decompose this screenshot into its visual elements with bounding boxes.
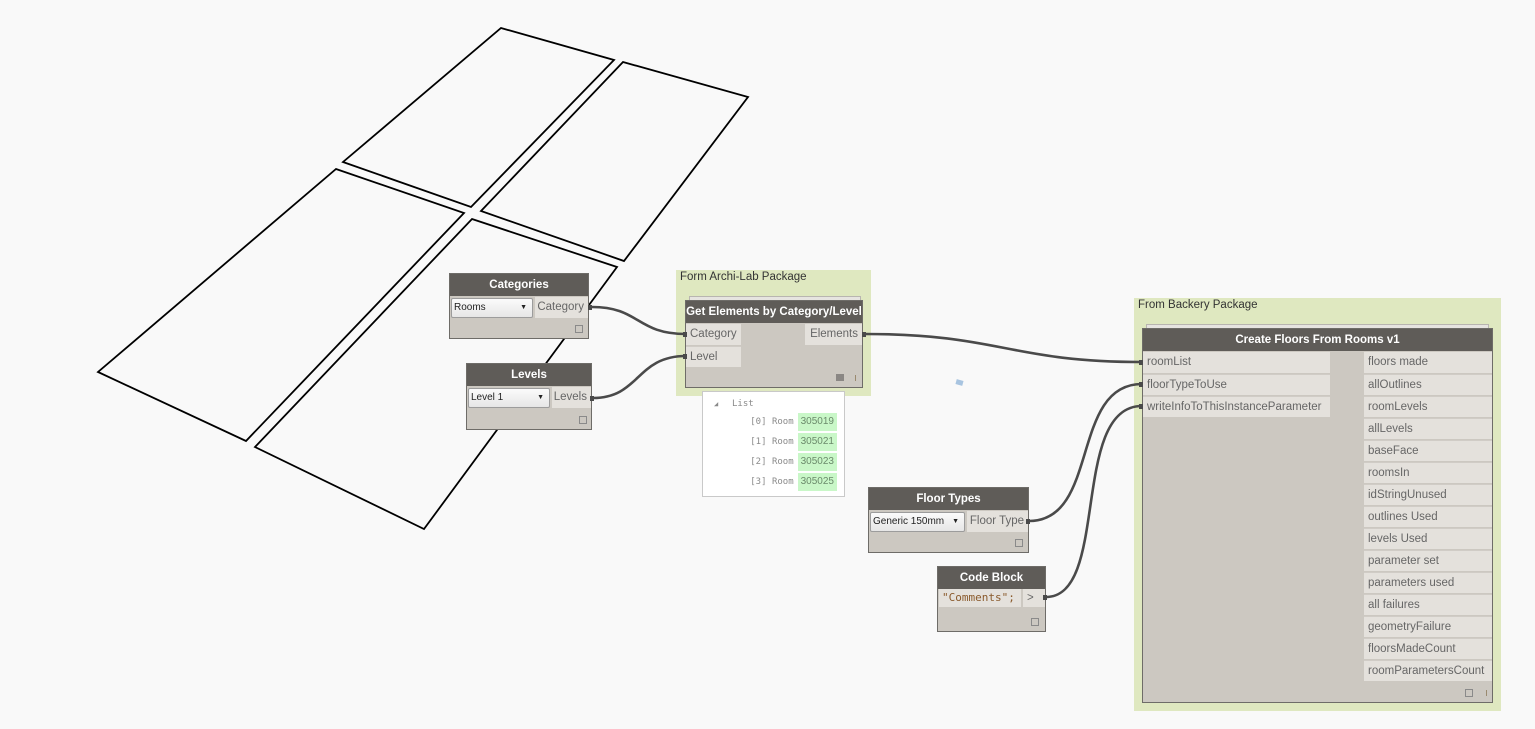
lacing-indicator-icon bbox=[1486, 690, 1487, 696]
floor-types-node[interactable]: Floor Types Generic 150mm ▼ Floor Type bbox=[868, 487, 1029, 553]
node-title: Floor Types bbox=[869, 488, 1028, 510]
connector-stub bbox=[862, 332, 866, 337]
lacing-indicator-icon bbox=[855, 375, 856, 381]
output-port-parameters-used[interactable]: parameters used bbox=[1364, 572, 1492, 593]
preview-toggle-icon[interactable] bbox=[1015, 539, 1023, 547]
room-outline-3 bbox=[96, 167, 466, 443]
input-port-writeinfo[interactable]: writeInfoToThisInstanceParameter bbox=[1143, 396, 1330, 417]
node-title: Get Elements by Category/Level bbox=[686, 301, 862, 323]
wire-level[interactable] bbox=[592, 354, 687, 400]
item-index: [2] Room bbox=[750, 457, 794, 467]
chevron-down-icon: ▼ bbox=[537, 394, 544, 401]
connector-stub bbox=[683, 354, 687, 359]
preview-toggle-icon[interactable] bbox=[1465, 689, 1473, 697]
item-value: 305025 bbox=[797, 473, 837, 491]
floor-types-dropdown[interactable]: Generic 150mm ▼ bbox=[870, 512, 965, 532]
wire-codeblock[interactable] bbox=[1045, 404, 1143, 599]
output-port-alloutlines[interactable]: allOutlines bbox=[1364, 374, 1492, 395]
output-port-outlines-used[interactable]: outlines Used bbox=[1364, 506, 1492, 527]
output-port-all-failures[interactable]: all failures bbox=[1364, 594, 1492, 615]
collapse-triangle-icon[interactable]: ◢ bbox=[714, 400, 719, 408]
output-port-idstringunused[interactable]: idStringUnused bbox=[1364, 484, 1492, 505]
group-title: From Backery Package bbox=[1138, 299, 1258, 311]
chevron-down-icon: ▼ bbox=[952, 518, 959, 525]
output-port-floors-made[interactable]: floors made bbox=[1364, 352, 1492, 373]
input-port-floortypetouse[interactable]: floorTypeToUse bbox=[1143, 374, 1330, 395]
output-port-elements[interactable]: Elements bbox=[805, 324, 862, 345]
input-port-category[interactable]: Category bbox=[686, 324, 741, 345]
connector-stub bbox=[590, 396, 594, 401]
dropdown-value: Level 1 bbox=[471, 392, 504, 403]
preview-toggle-icon[interactable] bbox=[1031, 618, 1039, 626]
room-outline-4 bbox=[253, 217, 619, 531]
code-editor[interactable]: "Comments"; bbox=[939, 589, 1021, 607]
item-index: [1] Room bbox=[750, 437, 794, 447]
output-port-category[interactable]: Category bbox=[535, 297, 588, 318]
room-outline-2 bbox=[479, 60, 750, 263]
preview-toggle-icon[interactable] bbox=[575, 325, 583, 333]
node-title: Categories bbox=[450, 274, 588, 296]
output-port-geometryfailure[interactable]: geometryFailure bbox=[1364, 616, 1492, 637]
connector-stub bbox=[1139, 382, 1143, 387]
node-title: Create Floors From Rooms v1 bbox=[1143, 329, 1492, 351]
item-value: 305019 bbox=[797, 413, 837, 431]
item-index: [3] Room bbox=[750, 477, 794, 487]
connector-stub bbox=[1026, 519, 1030, 524]
output-port-baseface[interactable]: baseFace bbox=[1364, 440, 1492, 461]
output-port-parameter-set[interactable]: parameter set bbox=[1364, 550, 1492, 571]
chevron-down-icon: ▼ bbox=[520, 304, 527, 311]
node-stack-shadow bbox=[689, 296, 861, 301]
connector-stub bbox=[683, 332, 687, 337]
dropdown-value: Rooms bbox=[454, 302, 486, 313]
connector-stub bbox=[1139, 404, 1143, 409]
output-port-code[interactable]: > bbox=[1023, 589, 1045, 607]
input-port-roomlist[interactable]: roomList bbox=[1143, 352, 1330, 373]
item-value: 305023 bbox=[797, 453, 837, 471]
wire-category[interactable] bbox=[591, 305, 687, 336]
output-port-levels-used[interactable]: levels Used bbox=[1364, 528, 1492, 549]
list-header: List bbox=[732, 399, 754, 409]
output-port-floorsmadecount[interactable]: floorsMadeCount bbox=[1364, 638, 1492, 659]
preview-toggle-icon[interactable] bbox=[579, 416, 587, 424]
node-title: Code Block bbox=[938, 567, 1045, 589]
output-port-roomlevels[interactable]: roomLevels bbox=[1364, 396, 1492, 417]
output-port-roomparameterscount[interactable]: roomParametersCount bbox=[1364, 660, 1492, 681]
categories-node[interactable]: Categories Rooms ▼ Category bbox=[449, 273, 589, 339]
create-floors-node[interactable]: Create Floors From Rooms v1 roomList flo… bbox=[1142, 328, 1493, 703]
group-title: Form Archi-Lab Package bbox=[680, 271, 807, 283]
room-outline-1 bbox=[341, 27, 616, 209]
connector-stub bbox=[588, 305, 592, 310]
preview-toggle-icon[interactable] bbox=[836, 374, 844, 381]
item-index: [0] Room bbox=[750, 417, 794, 427]
dropdown-value: Generic 150mm bbox=[873, 516, 945, 527]
code-block-node[interactable]: Code Block "Comments"; > bbox=[937, 566, 1046, 632]
output-port-levels[interactable]: Levels bbox=[552, 387, 591, 408]
get-elements-node[interactable]: Get Elements by Category/Level Category … bbox=[685, 300, 863, 388]
categories-dropdown[interactable]: Rooms ▼ bbox=[451, 298, 533, 318]
output-port-roomsin[interactable]: roomsIn bbox=[1364, 462, 1492, 483]
wire-floortype[interactable] bbox=[1028, 382, 1143, 523]
input-port-level[interactable]: Level bbox=[686, 346, 741, 367]
item-value: 305021 bbox=[797, 433, 837, 451]
node-stack-shadow bbox=[1146, 324, 1489, 329]
output-port-floor-type[interactable]: Floor Type bbox=[967, 511, 1028, 532]
output-port-alllevels[interactable]: allLevels bbox=[1364, 418, 1492, 439]
wire-elements-to-roomlist[interactable] bbox=[864, 332, 1143, 364]
levels-dropdown[interactable]: Level 1 ▼ bbox=[468, 388, 550, 408]
connector-stub bbox=[1043, 595, 1047, 600]
node-title: Levels bbox=[467, 364, 591, 386]
connector-stub bbox=[1139, 360, 1143, 365]
